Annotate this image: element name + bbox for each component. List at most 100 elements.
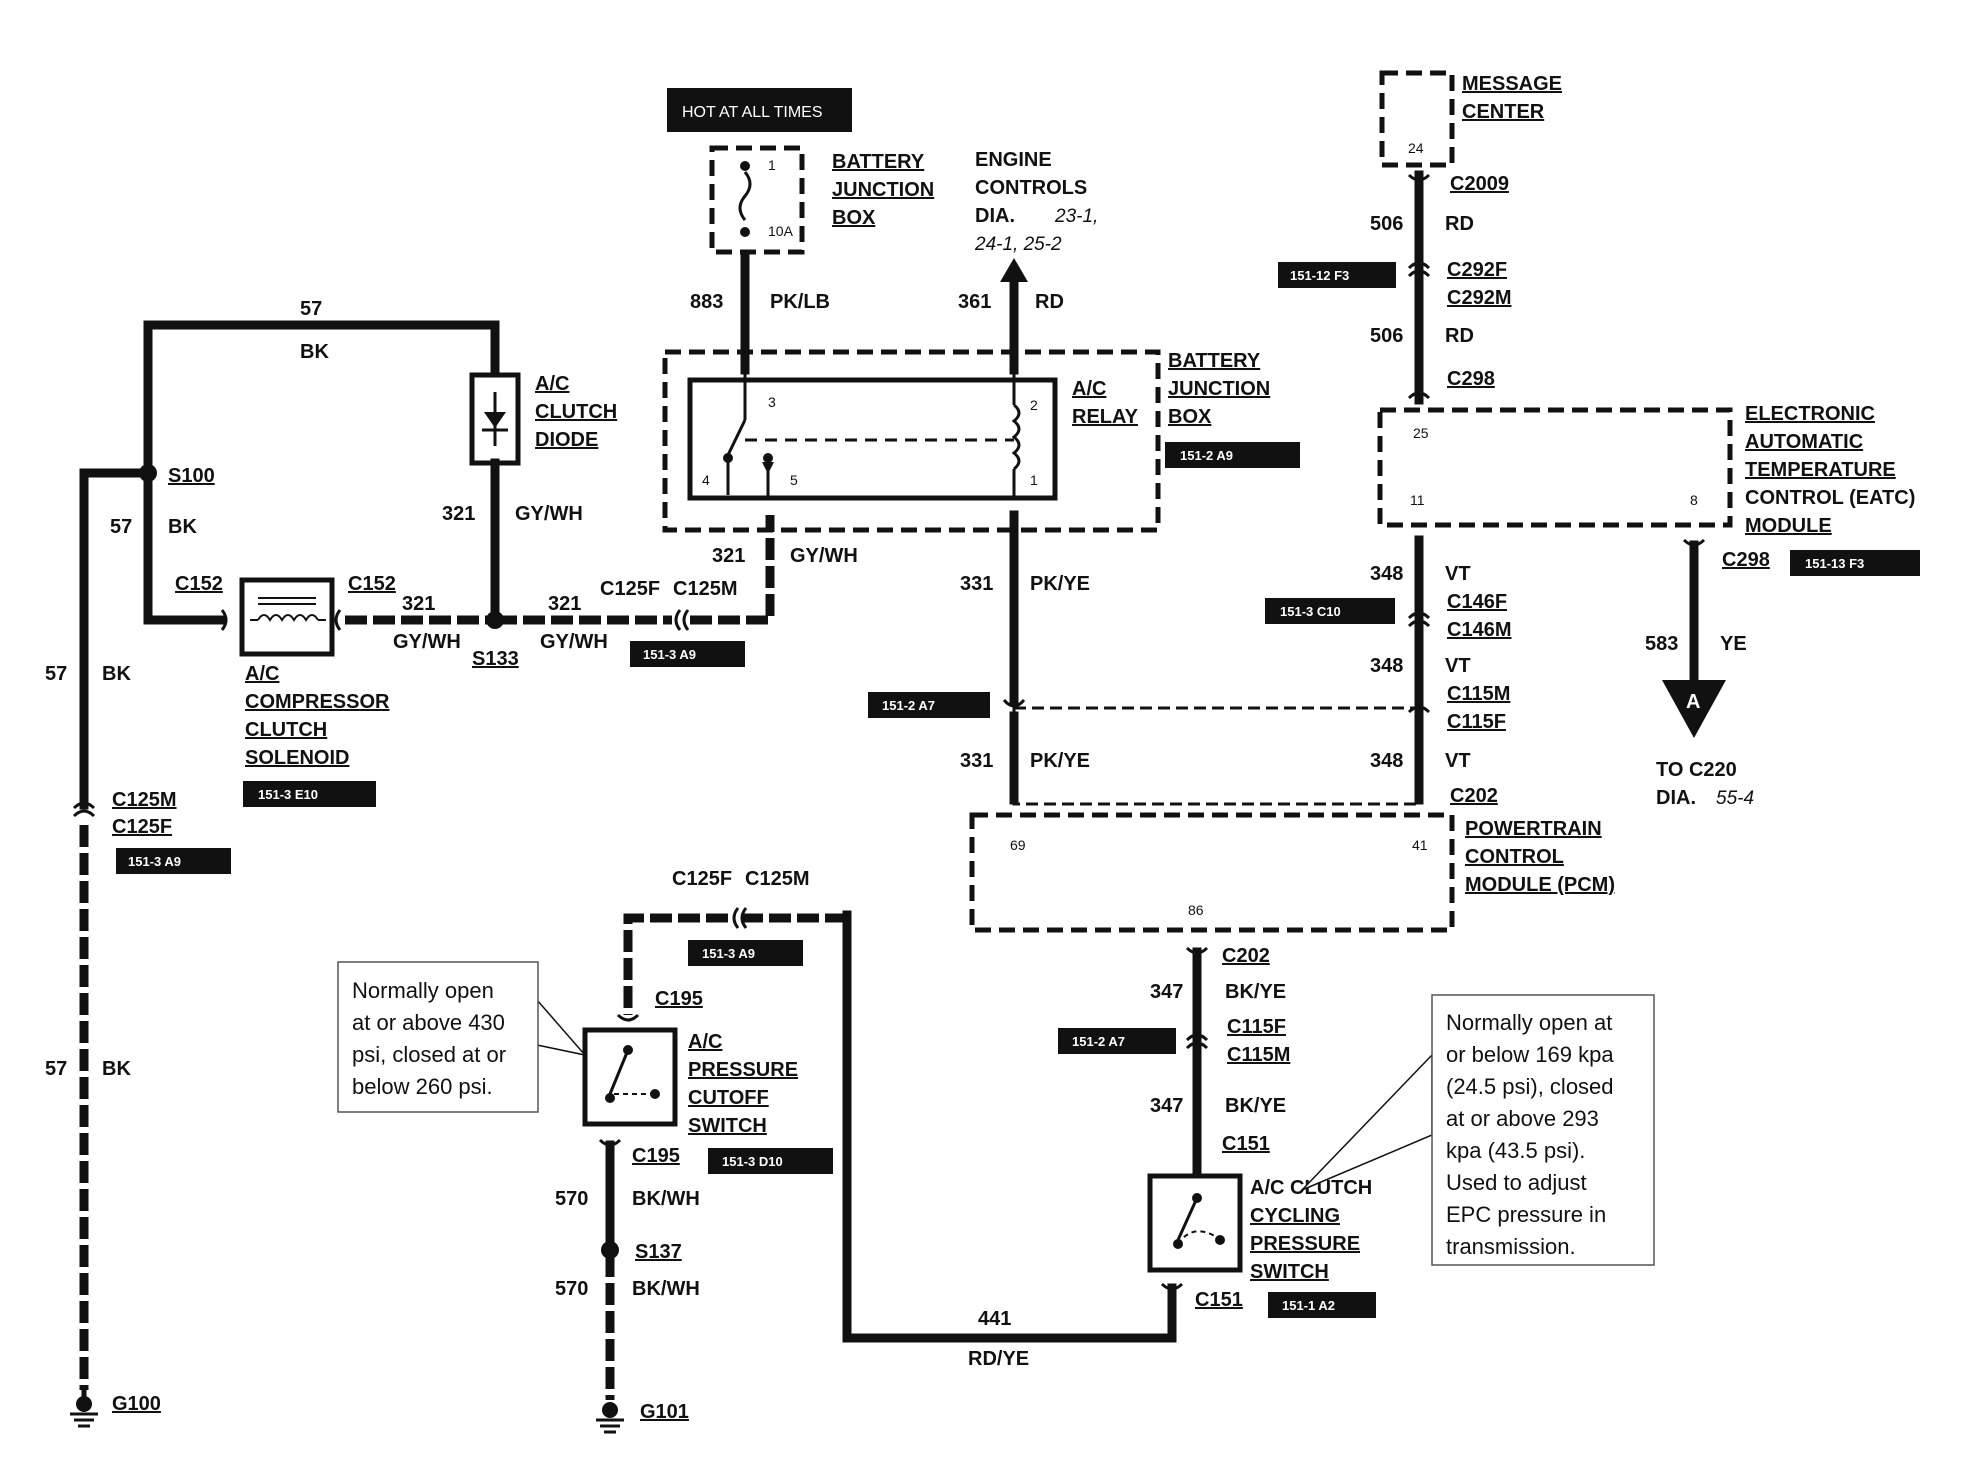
svg-text:BOX: BOX (1168, 406, 1212, 428)
svg-text:RELAY: RELAY (1072, 406, 1139, 428)
svg-text:24-1, 25-2: 24-1, 25-2 (974, 234, 1062, 255)
svg-text:5: 5 (790, 472, 798, 488)
ref-tag-151-3-d10 (708, 1148, 833, 1174)
svg-text:ELECTRONIC: ELECTRONIC (1745, 403, 1875, 425)
cutoff-note-line-2: at or above 430 (352, 1010, 505, 1035)
ref-tag-151-13-f3 (1790, 550, 1920, 576)
splice-s137-dot (601, 1241, 619, 1259)
wire-348-number-b: 348 (1370, 655, 1403, 677)
svg-text:151-3 A9: 151-3 A9 (128, 854, 181, 869)
svg-text:SOLENOID: SOLENOID (245, 747, 349, 769)
cycling-note-line-2: or below 169 kpa (1446, 1042, 1614, 1067)
ref-tag-151-2-a9 (1165, 442, 1300, 468)
svg-text:1: 1 (1030, 472, 1038, 488)
connector-c2009: C2009 (1450, 173, 1509, 195)
wire-321-color-d: GY/WH (790, 545, 858, 567)
wire-361-number: 361 (958, 291, 991, 313)
eatc-module (1377, 407, 1733, 528)
wire-348-color: VT (1445, 563, 1471, 585)
svg-text:HOT AT ALL TIMES: HOT AT ALL TIMES (682, 104, 823, 121)
svg-text:A/C: A/C (688, 1031, 722, 1053)
svg-text:CENTER: CENTER (1462, 101, 1545, 123)
wire-570-number-b: 570 (555, 1278, 588, 1300)
connector-c125f-top: C125F (600, 578, 660, 600)
switch-contact-icon (1176, 1197, 1199, 1241)
svg-text:A/C: A/C (245, 663, 279, 685)
connector-c115-right-icon (1407, 705, 1431, 714)
arrow-up-icon (1000, 258, 1028, 282)
wire-321-number-a: 321 (442, 503, 475, 525)
cycling-note-line-6: Used to adjust (1446, 1170, 1587, 1195)
connector-c298-top-icon (1407, 391, 1431, 400)
wire-506-number-b: 506 (1370, 325, 1403, 347)
ref-tag-151-3-a9-lower (688, 940, 803, 966)
svg-text:151-3 A9: 151-3 A9 (702, 946, 755, 961)
wire-506-number: 506 (1370, 213, 1403, 235)
wire-331-color: PK/YE (1030, 573, 1090, 595)
connector-c125f-left: C125F (112, 816, 172, 838)
wire-331-color-b: PK/YE (1030, 750, 1090, 772)
svg-text:151-2 A7: 151-2 A7 (882, 698, 935, 713)
wire-331-number: 331 (960, 573, 993, 595)
relay-coil-icon (1011, 403, 1021, 471)
compressor-clutch-solenoid (239, 577, 335, 657)
ac-relay (687, 370, 1058, 501)
splice-s100: S100 (168, 465, 215, 487)
wire-441-color: RD/YE (968, 1348, 1029, 1370)
connector-c202-bottom: C202 (1222, 945, 1270, 967)
cycling-note-callout (1301, 994, 1655, 1266)
svg-text:25: 25 (1413, 425, 1429, 441)
hot-at-all-times-banner (667, 88, 852, 132)
svg-text:86: 86 (1188, 902, 1204, 918)
message-center (1379, 70, 1455, 168)
svg-text:8: 8 (1690, 492, 1698, 508)
cycling-note-line-8: transmission. (1446, 1234, 1576, 1259)
svg-text:COMPRESSOR: COMPRESSOR (245, 691, 390, 713)
svg-text:69: 69 (1010, 837, 1026, 853)
svg-text:55-4: 55-4 (1716, 788, 1754, 809)
svg-text:1: 1 (768, 157, 776, 173)
wire-583-number: 583 (1645, 633, 1678, 655)
ref-tag-151-12-f3 (1278, 262, 1396, 288)
connector-c298-top: C298 (1447, 368, 1495, 390)
ac-clutch-diode (469, 372, 521, 466)
pressure-cutoff-switch (582, 1027, 678, 1127)
svg-text:151-2 A9: 151-2 A9 (1180, 448, 1233, 463)
wire-57-color: BK (300, 341, 329, 363)
connector-c195-top: C195 (655, 988, 703, 1010)
ground-g101-icon (596, 1402, 624, 1434)
wire-347-color-b: BK/YE (1225, 1095, 1286, 1117)
connector-c115f-bottom: C115F (1227, 1016, 1286, 1038)
circuit-57-bk (79, 320, 500, 1390)
connector-c151-top: C151 (1222, 1133, 1270, 1155)
svg-text:DIODE: DIODE (535, 429, 598, 451)
svg-text:A/C: A/C (1072, 378, 1106, 400)
wire-57-color-d: BK (102, 1058, 131, 1080)
svg-text:23-1,: 23-1, (1054, 206, 1098, 227)
cutoff-note-line-1: Normally open (352, 978, 494, 1003)
wire-570-color: BK/WH (632, 1188, 700, 1210)
connector-c146m: C146M (1447, 619, 1511, 641)
svg-text:A: A (1686, 691, 1700, 713)
svg-text:A/C: A/C (535, 373, 569, 395)
connector-c115-bottom-icon (1185, 1033, 1209, 1042)
wire-347-number: 347 (1150, 981, 1183, 1003)
svg-text:DIA.: DIA. (975, 205, 1015, 227)
wire-583-color: YE (1720, 633, 1747, 655)
svg-text:CUTOFF: CUTOFF (688, 1087, 769, 1109)
svg-text:41: 41 (1412, 837, 1428, 853)
svg-text:MODULE: MODULE (1745, 515, 1832, 537)
wire-348-color-c: VT (1445, 750, 1471, 772)
svg-text:TEMPERATURE: TEMPERATURE (1745, 459, 1896, 481)
cycling-note-line-5: kpa (43.5 psi). (1446, 1138, 1585, 1163)
cutoff-note-line-3: psi, closed at or (352, 1042, 506, 1067)
svg-text:AUTOMATIC: AUTOMATIC (1745, 431, 1863, 453)
wire-883-color: PK/LB (770, 291, 830, 313)
svg-text:CLUTCH: CLUTCH (245, 719, 327, 741)
cycling-pressure-switch (1147, 1173, 1243, 1273)
svg-text:SWITCH: SWITCH (1250, 1261, 1329, 1283)
battery-junction-box-outline (662, 349, 1161, 533)
wire-347-color: BK/YE (1225, 981, 1286, 1003)
connector-c146-icon (1407, 611, 1431, 620)
wire-570-number: 570 (555, 1188, 588, 1210)
